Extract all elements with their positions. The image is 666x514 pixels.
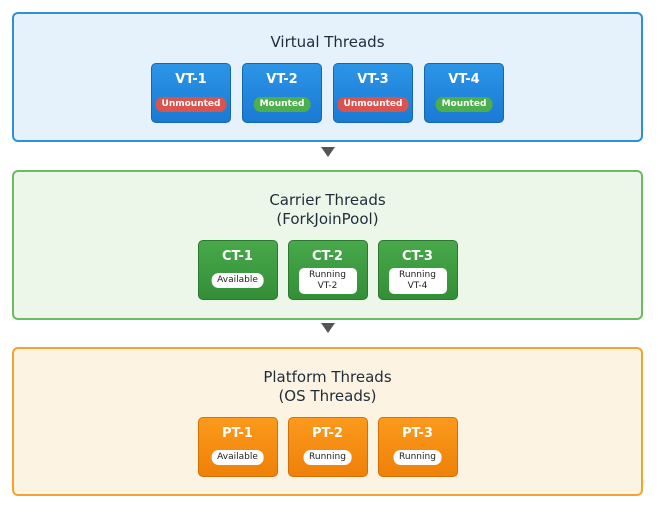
carrier-threads-subtitle: (ForkJoinPool) [276, 210, 379, 228]
platform-thread-row: PT-1 Available PT-2 Running PT-3 Running [14, 417, 641, 477]
thread-name: VT-4 [448, 72, 480, 87]
virtual-threads-title-text: Virtual Threads [270, 33, 385, 51]
thread-name: PT-1 [222, 426, 253, 441]
thread-name: VT-2 [266, 72, 298, 87]
mounted-vt-text: VT-2 [317, 281, 338, 291]
virtual-threads-layer: Virtual Threads VT-1 Unmounted VT-2 Moun… [12, 12, 643, 142]
virtual-thread-vt-1: VT-1 Unmounted [151, 63, 231, 123]
status-text: Running [309, 270, 346, 280]
thread-name: VT-1 [175, 72, 207, 87]
carrier-threads-title: Carrier Threads (ForkJoinPool) [14, 191, 641, 229]
thread-name: VT-3 [357, 72, 389, 87]
status-badge: Running [393, 450, 442, 465]
virtual-thread-vt-4: VT-4 Mounted [424, 63, 504, 123]
state-badge-mounted: Mounted [253, 97, 311, 112]
down-arrow-icon [321, 147, 335, 157]
carrier-threads-title-text: Carrier Threads [269, 191, 386, 209]
thread-name: CT-3 [402, 249, 433, 264]
status-badge: Available [211, 450, 264, 465]
carrier-threads-layer: Carrier Threads (ForkJoinPool) CT-1 Avai… [12, 170, 643, 320]
thread-name: CT-2 [312, 249, 343, 264]
state-badge-unmounted: Unmounted [337, 97, 409, 112]
virtual-thread-vt-3: VT-3 Unmounted [333, 63, 413, 123]
platform-thread-pt-2: PT-2 Running [287, 417, 368, 477]
platform-threads-layer: Platform Threads (OS Threads) PT-1 Avail… [12, 347, 643, 496]
platform-thread-pt-1: PT-1 Available [197, 417, 278, 477]
status-text: Running [399, 270, 436, 280]
thread-name: PT-2 [312, 426, 343, 441]
virtual-thread-vt-2: VT-2 Mounted [242, 63, 322, 123]
platform-threads-title-text: Platform Threads [263, 368, 392, 386]
status-badge: Running VT-4 [388, 268, 447, 294]
thread-name: PT-3 [402, 426, 433, 441]
platform-threads-title: Platform Threads (OS Threads) [14, 368, 641, 406]
virtual-thread-row: VT-1 Unmounted VT-2 Mounted VT-3 Unmount… [14, 63, 641, 123]
state-badge-unmounted: Unmounted [155, 97, 227, 112]
platform-threads-subtitle: (OS Threads) [278, 387, 377, 405]
carrier-thread-row: CT-1 Available CT-2 Running VT-2 CT-3 Ru… [14, 240, 641, 300]
state-badge-mounted: Mounted [435, 97, 493, 112]
carrier-thread-ct-2: CT-2 Running VT-2 [287, 240, 368, 300]
status-badge: Running VT-2 [298, 268, 357, 294]
carrier-thread-ct-3: CT-3 Running VT-4 [377, 240, 458, 300]
thread-name: CT-1 [222, 249, 253, 264]
status-text: Available [217, 275, 258, 285]
down-arrow-icon [321, 323, 335, 333]
mounted-vt-text: VT-4 [407, 281, 428, 291]
carrier-thread-ct-1: CT-1 Available [197, 240, 278, 300]
status-badge: Running [303, 450, 352, 465]
virtual-threads-title: Virtual Threads [14, 33, 641, 52]
platform-thread-pt-3: PT-3 Running [377, 417, 458, 477]
status-badge: Available [211, 273, 264, 288]
